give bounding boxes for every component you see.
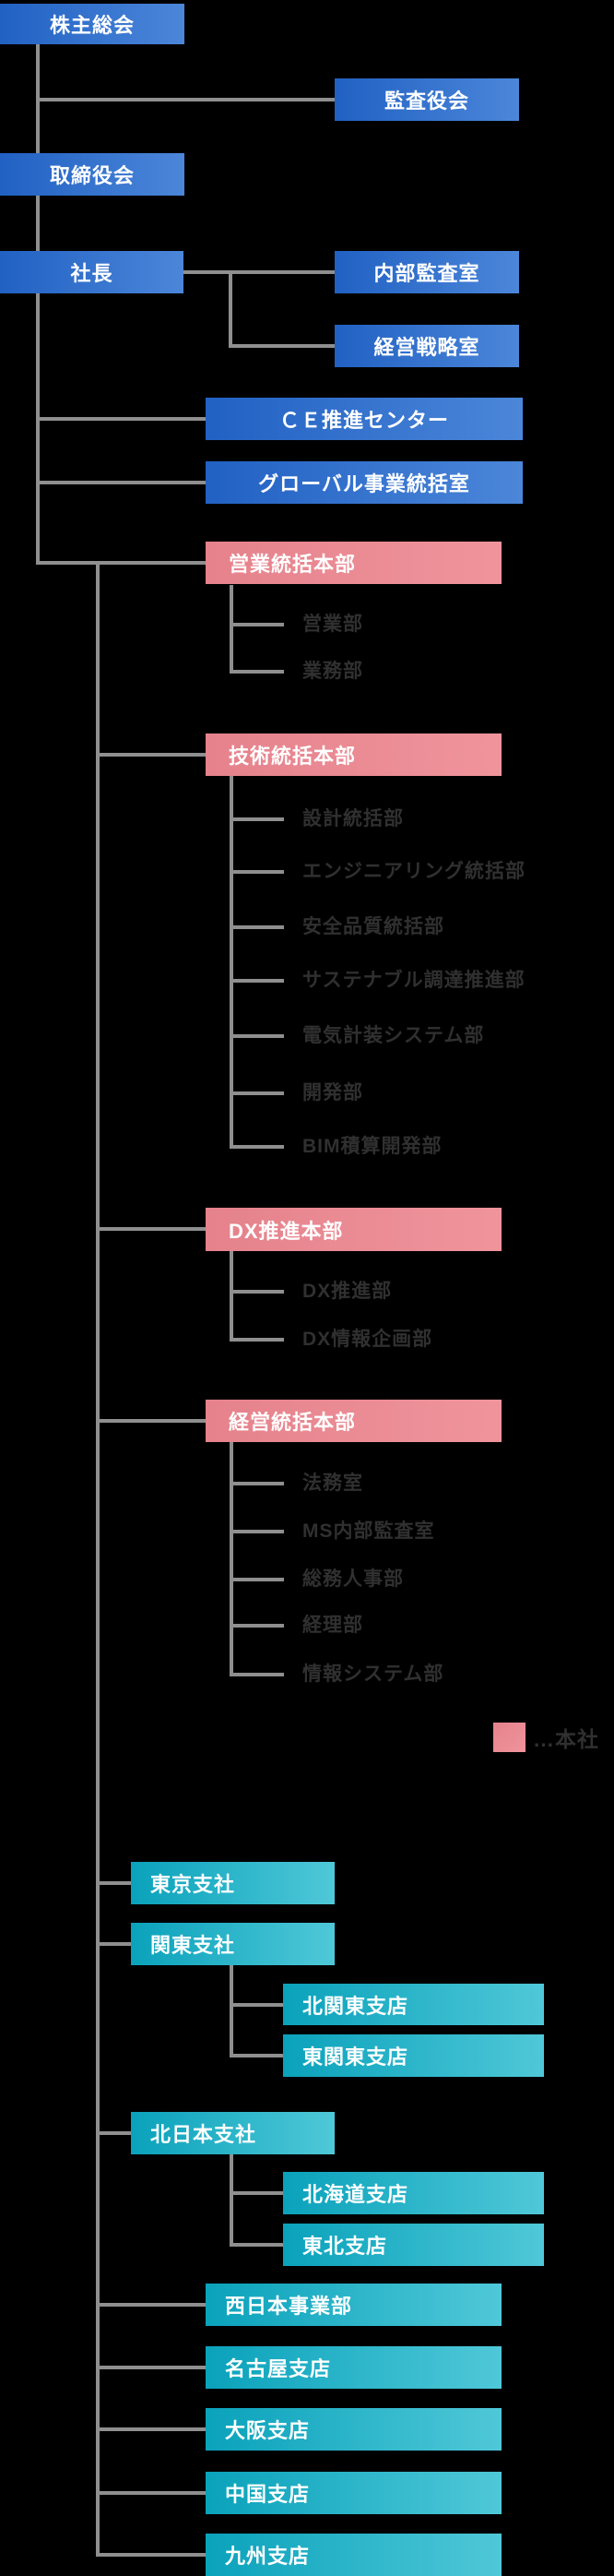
child-unit: 法務室 <box>302 1473 363 1494</box>
connector-stub <box>230 1482 284 1485</box>
connector-admin-children <box>230 1442 233 1676</box>
child-unit: 電気計装システム部 <box>302 1025 485 1046</box>
node-internal-audit-office: 内部監査室 <box>335 251 519 293</box>
node-admin-hq: 経営統括本部 <box>206 1400 502 1442</box>
node-west-japan-division: 西日本事業部 <box>206 2284 502 2326</box>
connector-branch-vertical <box>96 561 100 2557</box>
connector-sales-children <box>230 585 233 674</box>
connector-sales-hq <box>36 561 206 565</box>
connector-west-japan <box>96 2303 206 2307</box>
connector-stub <box>230 870 284 874</box>
child-unit: MS内部監査室 <box>302 1521 435 1542</box>
node-hokkaido-office: 北海道支店 <box>283 2172 544 2214</box>
connector-stub <box>230 2243 283 2247</box>
connector-kyushu <box>96 2553 206 2557</box>
connector-main-vertical <box>36 44 40 565</box>
child-unit: エンジニアリング統括部 <box>302 861 525 882</box>
connector-president-staff <box>183 270 335 274</box>
legend: …本社 <box>493 1722 599 1753</box>
node-strategy-office: 経営戦略室 <box>335 325 519 367</box>
connector-admin-hq <box>96 1419 206 1423</box>
node-north-japan-branch: 北日本支社 <box>131 2112 335 2154</box>
connector-dx-children <box>230 1251 233 1342</box>
connector-stub <box>230 1624 284 1628</box>
connector-north-japan <box>96 2131 131 2135</box>
connector-stub <box>230 1091 284 1095</box>
child-unit: BIM積算開発部 <box>302 1136 443 1157</box>
node-tohoku-office: 東北支店 <box>283 2224 544 2266</box>
connector-stub <box>230 1530 284 1533</box>
child-unit: 開発部 <box>302 1082 363 1103</box>
node-kyushu-office: 九州支店 <box>206 2534 502 2576</box>
legend-head-office-label: …本社 <box>533 1727 599 1751</box>
node-board-of-directors: 取締役会 <box>0 153 184 196</box>
connector-tokyo <box>96 1881 131 1885</box>
connector-tech-hq <box>96 753 206 757</box>
node-kita-kanto-office: 北関東支店 <box>283 1984 544 2025</box>
connector-stub <box>230 1578 284 1581</box>
child-unit: 安全品質統括部 <box>302 916 444 937</box>
connector-stub <box>230 2054 283 2057</box>
connector-ce-center <box>36 417 206 421</box>
connector-stub <box>230 1034 284 1038</box>
connector-osaka <box>96 2427 206 2431</box>
child-unit: サステナブル調達推進部 <box>302 970 525 991</box>
connector-audit-board <box>36 98 335 101</box>
connector-president-drop <box>229 272 232 348</box>
connector-tech-children <box>230 776 233 1149</box>
node-nagoya-office: 名古屋支店 <box>206 2346 502 2389</box>
node-audit-board: 監査役会 <box>335 78 519 121</box>
legend-head-office-swatch <box>493 1723 525 1752</box>
node-general-meeting: 株主総会 <box>0 4 184 44</box>
connector-stub <box>230 979 284 983</box>
connector-stub <box>230 1145 284 1149</box>
connector-stub <box>230 623 284 626</box>
connector-stub <box>230 1290 284 1294</box>
connector-stub <box>230 925 284 929</box>
node-dx-hq: DX推進本部 <box>206 1208 502 1251</box>
child-unit: 経理部 <box>302 1615 363 1636</box>
node-chugoku-office: 中国支店 <box>206 2472 502 2514</box>
node-tech-hq: 技術統括本部 <box>206 733 502 776</box>
connector-north-japan-children <box>230 2154 233 2247</box>
child-unit: 業務部 <box>302 661 363 682</box>
connector-stub <box>230 1338 284 1342</box>
child-unit: DX推進部 <box>302 1281 393 1302</box>
node-sales-hq: 営業統括本部 <box>206 542 502 584</box>
child-unit: 設計統括部 <box>302 808 404 829</box>
connector-stub <box>230 670 284 674</box>
connector-strategy-office <box>229 344 335 348</box>
connector-kanto-children <box>230 1965 233 2057</box>
connector-kanto <box>96 1942 131 1946</box>
child-unit: DX情報企画部 <box>302 1329 433 1350</box>
connector-stub <box>230 1673 284 1676</box>
connector-stub <box>230 2191 283 2195</box>
node-tokyo-branch: 東京支社 <box>131 1862 335 1904</box>
node-kanto-branch: 関東支社 <box>131 1923 335 1965</box>
node-osaka-office: 大阪支店 <box>206 2408 502 2451</box>
connector-stub <box>230 2003 283 2007</box>
node-higashi-kanto-office: 東関東支店 <box>283 2034 544 2077</box>
connector-global-office <box>36 481 206 484</box>
node-president: 社長 <box>0 251 183 293</box>
node-global-office: グローバル事業統括室 <box>206 461 523 504</box>
connector-dx-hq <box>96 1227 206 1231</box>
connector-chugoku <box>96 2491 206 2495</box>
child-unit: 営業部 <box>302 614 363 635</box>
connector-nagoya <box>96 2366 206 2369</box>
connector-stub <box>230 817 284 821</box>
child-unit: 情報システム部 <box>302 1664 444 1685</box>
child-unit: 総務人事部 <box>302 1568 404 1590</box>
node-ce-center: ＣＥ推進センター <box>206 398 523 440</box>
